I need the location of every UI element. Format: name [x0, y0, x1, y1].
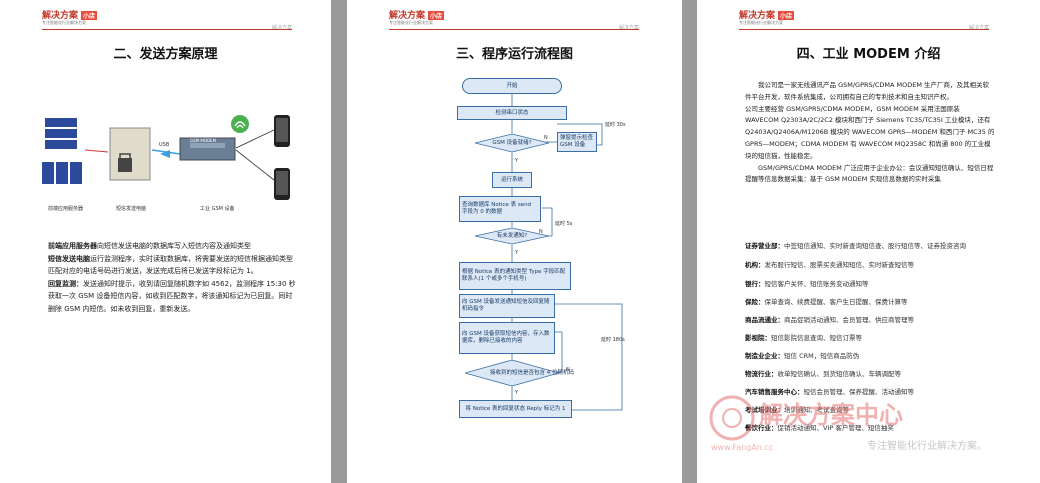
modem-label: GSM MODEM [190, 138, 217, 143]
intro-text: 我公司是一家无线通讯产品 GSM/GPRS/CDMA MODEM 生产厂商，及其… [745, 80, 995, 186]
industry-row: 证券营业部：中签短信通知、实时新查询短信查、股行短信等、证券投资咨询 [745, 242, 966, 250]
label-y: Y [515, 390, 519, 396]
page-2: 解决方案小店 专注智能化行业解决方案 解决方案 三、程序运行流程图 开始 检测串… [347, 0, 682, 483]
header-logo: 解决方案小店 [42, 11, 98, 21]
label-n: N [544, 135, 548, 141]
industry-row: 银行：短信客户关怀、短信账务变动通知等 [745, 280, 869, 288]
label-delay-30: 延时 30s [605, 122, 626, 128]
flow-read: 向 GSM 设备获取短信内容，存入数据库，删除已接收的内容 [459, 322, 555, 354]
section-item: 短信发送电脑运行监测程序，实时读取数据库，将需要发送的短信根据通知类型匹配对应的… [48, 254, 293, 276]
flow-alarm: 弹窗提示检查 GSM 设备 [557, 132, 597, 152]
intro-paragraph: 我公司是一家无线通讯产品 GSM/GPRS/CDMA MODEM 生产厂商，及其… [745, 81, 989, 101]
section-item: 回复监测：发送通知时提示，收到请回复随机数字如 4562，监测程序 15:30 … [48, 279, 296, 313]
header-logo: 解决方案小店 [739, 11, 795, 21]
section-item: 前端应用服务器向短信发送电脑的数据库写入短信内容及通知类型 [48, 242, 251, 250]
header-right-mark: 解决方案 [271, 25, 292, 31]
industry-row: 商品流通业：商品促销活动通知、会员管理、供应商管理等 [745, 316, 914, 324]
label-delay-5: 延时 5s [555, 221, 573, 227]
flow-match: 根据 Notice 表的通知类型 Type 字段匹配联系人(1 个或多个手机号) [459, 262, 571, 290]
system-diagram: GSM MODEM USB [42, 115, 290, 200]
watermark-name: 解决方案中心 [759, 401, 903, 429]
header-slogan: 专注智能化行业解决方案 [389, 20, 433, 25]
label-n: N [566, 367, 570, 373]
header-right-mark: 解决方案 [968, 25, 989, 31]
page-3: 解决方案小店 专注智能化行业解决方案 解决方案 四、工业 MODEM 介绍 我公… [697, 0, 1040, 483]
flow-query: 查询数据库 Notice 表 send 字段为 0 的数据 [459, 196, 541, 222]
flow-send: 向 GSM 设备发送通知短信及回复随机码指令 [459, 294, 555, 318]
flow-start: 开始 [462, 78, 562, 94]
industry-row: 考试培训业：培训通知、考试查询等 [745, 406, 849, 414]
label-y: Y [515, 158, 519, 164]
header-right-mark: 解决方案 [618, 25, 639, 31]
page-title: 四、工业 MODEM 介绍 [796, 47, 941, 62]
header-rule [389, 29, 639, 30]
page-title: 三、程序运行流程图 [455, 47, 573, 62]
gsm-modem-icon [179, 137, 236, 161]
label-delay-180: 延时 180s [601, 337, 625, 343]
usb-label: USB [159, 142, 170, 148]
industry-row: 影视院：短信影院信息查询、短信订票等 [745, 334, 862, 342]
server-icon [42, 118, 82, 184]
watermark-seal-icon [709, 395, 755, 441]
page-header: 解决方案小店 专注智能化行业解决方案 解决方案 [389, 8, 649, 31]
page-header: 解决方案小店 专注智能化行业解决方案 解决方案 [739, 8, 999, 31]
watermark: 解决方案中心 www.FangAn.cc 专注智能化行业解决方案。 [707, 385, 1037, 480]
watermark-slogan: 专注智能化行业解决方案。 [867, 441, 987, 452]
intro-paragraph: 公司主要经营 GSM/GPRS/CDMA MODEM，GSM MODEM 采用法… [745, 104, 995, 160]
wireless-icon [231, 115, 249, 133]
header-rule [739, 29, 989, 30]
header-logo: 解决方案小店 [389, 11, 445, 21]
flow-gsm-ready: GSM 设备就绪? [474, 133, 550, 153]
caption-gsm: 工业 GSM 设备 [200, 206, 235, 212]
flow-has-send: 有未发通知? [474, 227, 550, 245]
industry-row: 保险：保单查询、续费提醒、客户生日提醒、保费计算等 [745, 298, 908, 306]
industry-row: 物流行业：收单短信确认、到货短信确认、车辆调配等 [745, 370, 901, 378]
header-slogan: 专注智能化行业解决方案 [739, 20, 783, 25]
flow-received: 接收到的短信是否包含 4 位随机码 [463, 359, 574, 387]
intro-paragraph: GSM/GPRS/CDMA MODEM 广泛应用于企业办公：会议通知短信确认、短… [745, 163, 994, 184]
page-1: 解决方案小店 专注智能化行业解决方案 解决方案 二、发送方案原理 GSM [0, 0, 331, 483]
section-list: 前端应用服务器向短信发送电脑的数据库写入短信内容及通知类型 短信发送电脑运行监测… [48, 240, 296, 315]
flow-check-port: 检测串口状态 [457, 106, 567, 120]
industry-row: 汽车销售服务中心：短信会员管理、保养提醒、活动通知等 [745, 388, 914, 396]
header-slogan: 专注智能化行业解决方案 [42, 20, 86, 25]
industry-row: 餐饮行业：促销活动通知、VIP 客户管理、短信抽奖 [745, 424, 894, 432]
header-rule [42, 29, 292, 30]
caption-server: 前端应用服务器 [48, 206, 84, 212]
label-y: Y [515, 250, 519, 256]
watermark-url: www.FangAn.cc [711, 443, 774, 452]
computer-icon [109, 127, 151, 181]
industry-row: 制造业企业：短信 CRM，短信商品防伪 [745, 352, 860, 360]
industry-row: 机构：发布股行短信、股票买卖通知短信、实时新查短信等 [745, 261, 914, 269]
page-title: 二、发送方案原理 [113, 47, 218, 62]
label-n: N [539, 229, 543, 235]
flow-mark: 将 Notice 表的回复状态 Reply 标记为 1 [459, 400, 572, 418]
phone-icon [274, 115, 290, 200]
caption-computer: 短信发送电脑 [116, 206, 147, 212]
page-header: 解决方案小店 专注智能化行业解决方案 解决方案 [42, 8, 302, 31]
flow-run: 运行系统 [492, 172, 532, 188]
